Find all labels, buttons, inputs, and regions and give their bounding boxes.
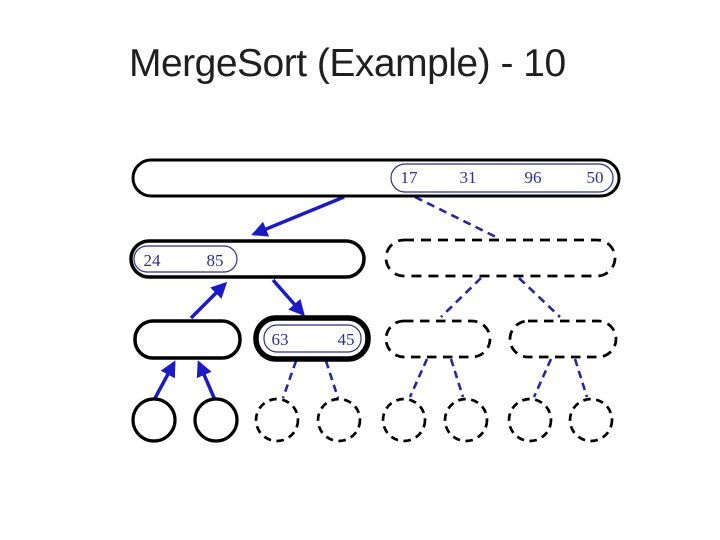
- left-right-value-1: 63: [272, 330, 289, 349]
- edge-leftright-to-leaf4-dashed: [324, 360, 340, 399]
- edge-leaf1-merge-arrow: [152, 360, 176, 401]
- edge-left-to-leftright-split-arrow: [271, 278, 305, 317]
- left-child-value-1: 24: [144, 251, 162, 270]
- left-child-inner-value-box: [133, 245, 238, 273]
- root-value-4: 50: [587, 168, 604, 187]
- edge-leaf2-merge-arrow: [196, 360, 217, 401]
- leaf-circle-3-dashed: [254, 397, 300, 443]
- root-inner-value-box: [390, 163, 614, 193]
- root-value-1: 17: [401, 168, 419, 187]
- right-left-node-dashed: [384, 319, 492, 359]
- root-value-2: 31: [460, 168, 477, 187]
- leaf-circle-4-dashed: [316, 397, 362, 443]
- leaf-circle-1: [131, 397, 177, 443]
- left-right-node-current: [253, 315, 371, 362]
- edge-rightleft-to-leaf5-dashed: [408, 358, 429, 398]
- slide-title: MergeSort (Example) - 10: [129, 42, 566, 85]
- edge-right-to-rightleft-dashed: [440, 277, 482, 318]
- edge-root-to-right-dashed: [414, 195, 497, 239]
- edge-rightright-to-leaf8-dashed: [573, 358, 589, 398]
- leaf-circle-7-dashed: [507, 397, 553, 443]
- leaf-circle-6-dashed: [443, 397, 489, 443]
- left-right-value-2: 45: [338, 330, 355, 349]
- leaf-circle-5-dashed: [381, 397, 427, 443]
- edge-leftright-to-leaf3-dashed: [281, 360, 298, 399]
- leaf-circle-8-dashed: [568, 397, 614, 443]
- left-child-node: [129, 239, 366, 279]
- right-right-node-dashed: [508, 319, 618, 359]
- edge-leftleft-to-left-merge-arrow: [189, 281, 228, 320]
- edge-root-to-left-split-arrow: [251, 195, 345, 237]
- left-left-node-empty: [133, 319, 242, 360]
- left-right-inner-value-box: [263, 324, 362, 353]
- right-child-node-dashed: [384, 238, 617, 278]
- left-child-value-2: 85: [207, 251, 224, 270]
- edge-right-to-rightright-dashed: [518, 277, 561, 318]
- root-node: [131, 158, 621, 198]
- root-value-3: 96: [525, 168, 542, 187]
- edge-rightright-to-leaf7-dashed: [532, 358, 553, 398]
- leaf-circle-2: [193, 397, 239, 443]
- edge-rightleft-to-leaf6-dashed: [449, 358, 465, 398]
